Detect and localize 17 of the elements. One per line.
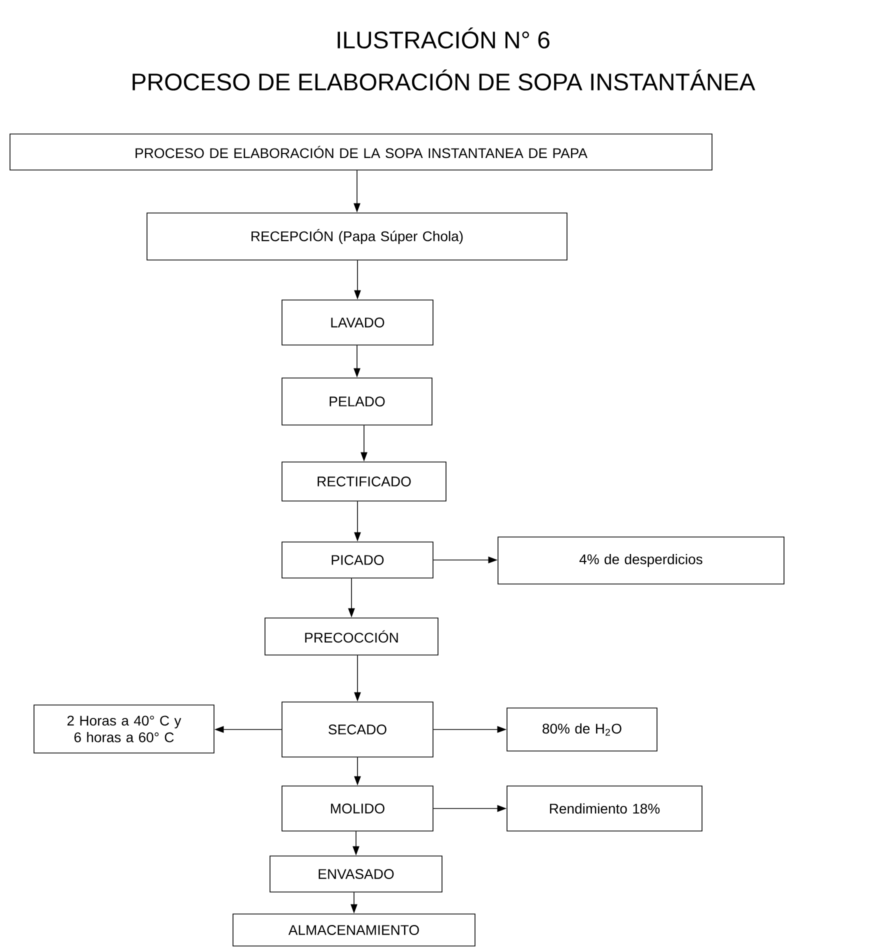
- process-box: PROCESO DE ELABORACIÓN DE LA SOPA INSTANTANEA DE PAPA: [10, 134, 712, 170]
- process-box: PELADO: [282, 378, 432, 426]
- process-box: MOLIDO: [282, 786, 434, 832]
- process-box: RECTIFICADO: [282, 462, 446, 502]
- process-box: ALMACENAMIENTO: [232, 914, 476, 946]
- process-box: PICADO: [282, 542, 434, 578]
- process-box: ENVASADO: [270, 856, 442, 892]
- process-box: 4% de desperdicios: [498, 536, 784, 584]
- process-box: 2 Horas a 40° C y 6 horas a 60° C: [34, 704, 214, 754]
- process-box: PRECOCCIÓN: [264, 618, 438, 656]
- process-box: Rendimiento 18%: [506, 786, 702, 832]
- process-box: RECEPCIÓN (Papa Súper Chola): [146, 212, 568, 260]
- process-box: 80% de H$_{2}$O: [506, 708, 658, 752]
- process-box: LAVADO: [282, 300, 434, 346]
- title: ILUSTRACIÓN N° 6: [338, 27, 550, 48]
- process-box: SECADO: [282, 702, 434, 758]
- subtitle: PROCESO DE ELABORACIÓN DE SOPA INSTANTÁNEA: [132, 69, 756, 90]
